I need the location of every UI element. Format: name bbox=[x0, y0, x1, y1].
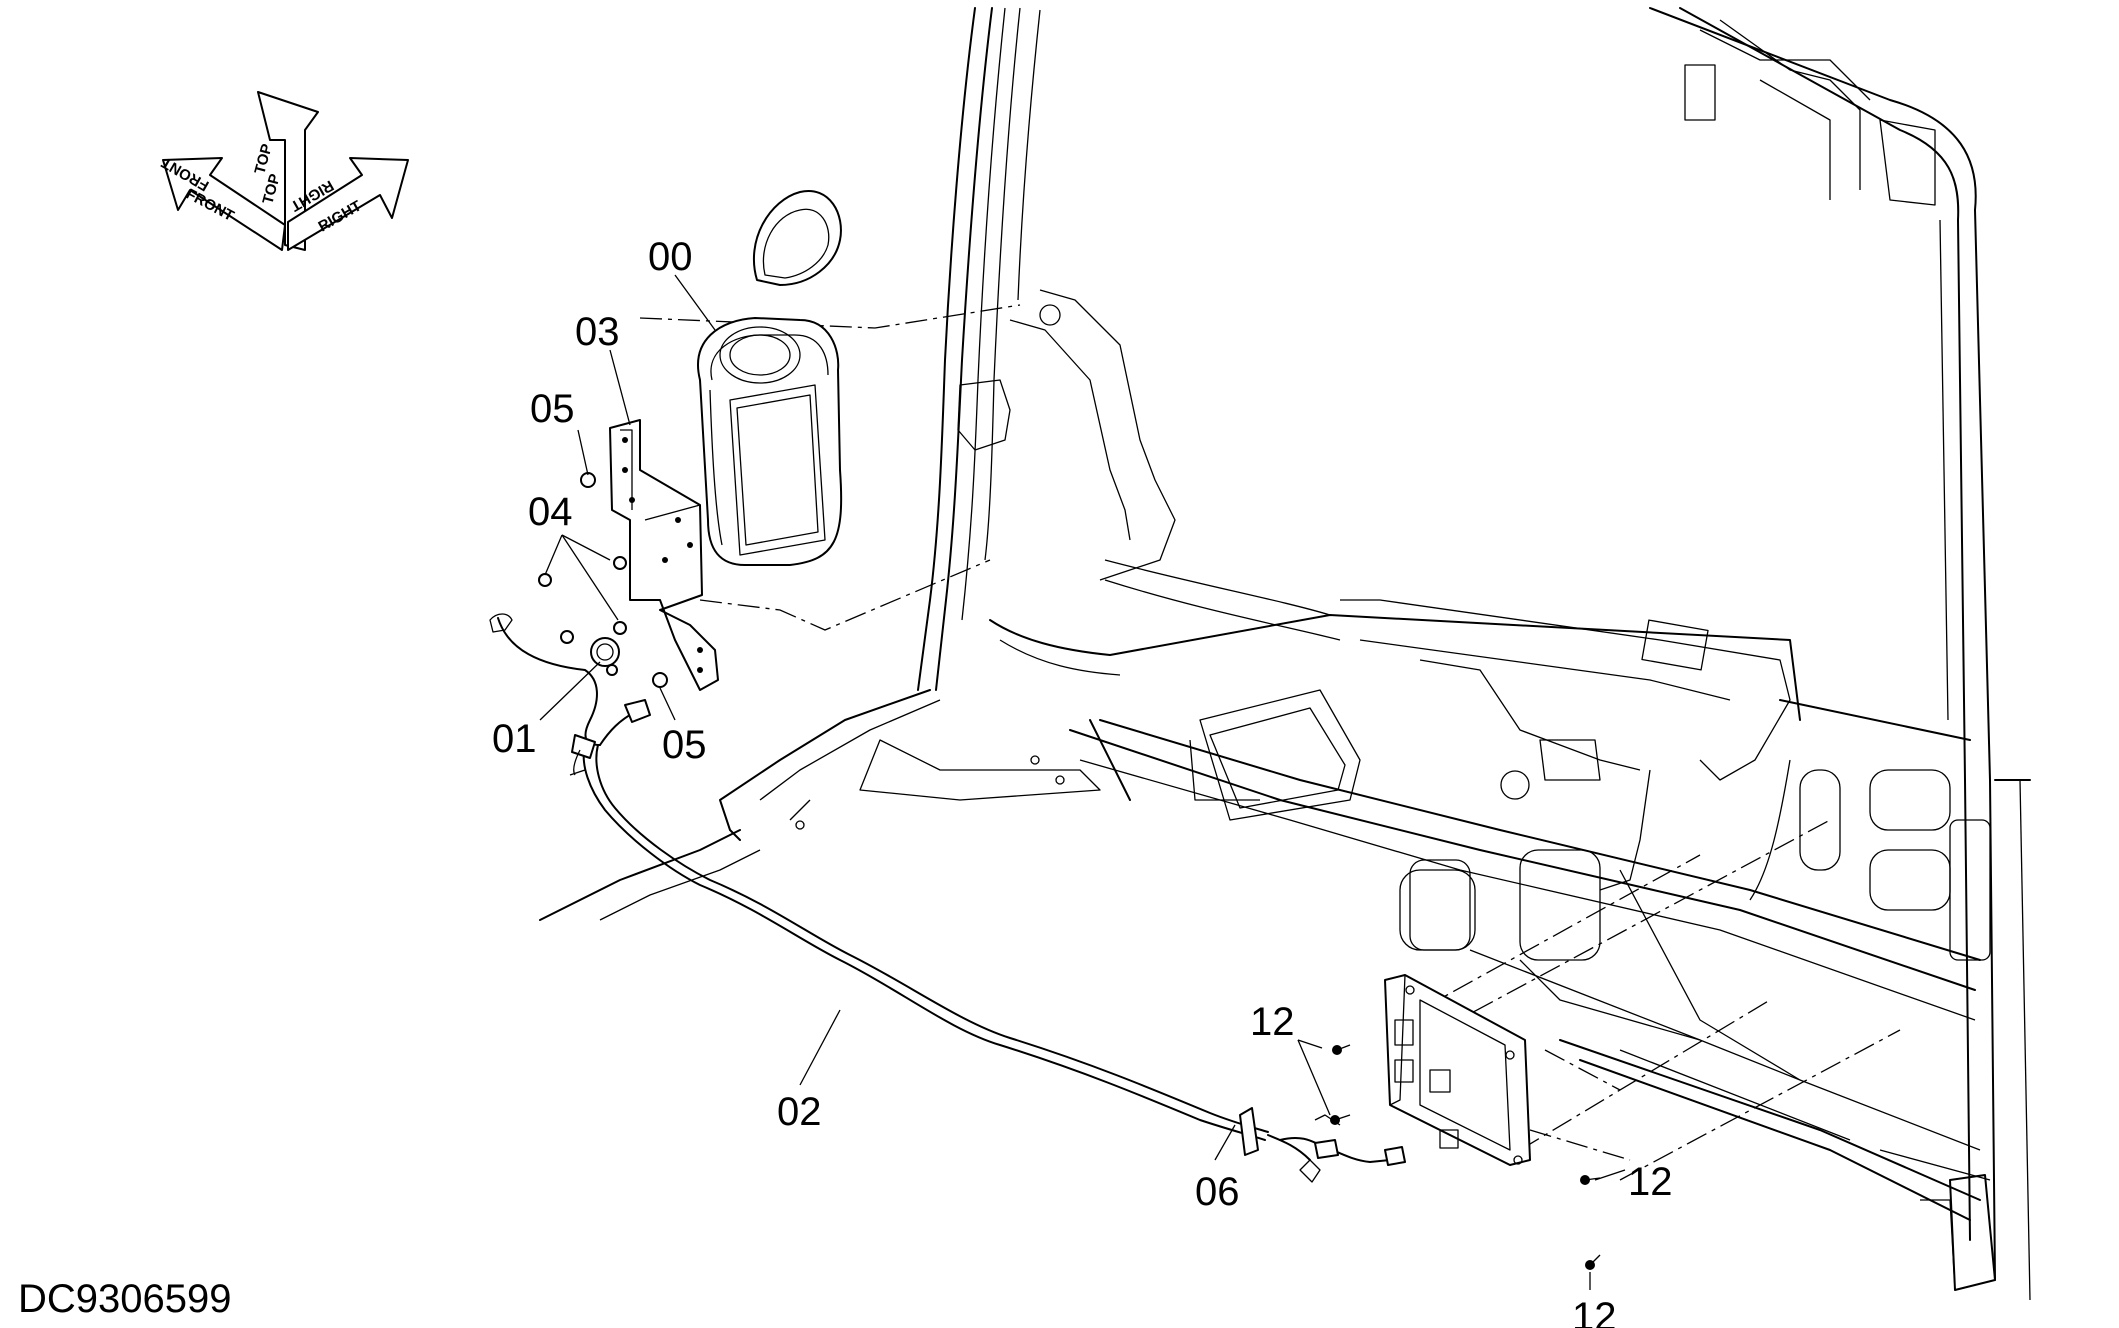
wire-harness bbox=[489, 613, 1406, 1183]
drawing-number: DC9306599 bbox=[18, 1277, 232, 1321]
right-arrow-icon bbox=[287, 157, 409, 251]
cab-frame bbox=[539, 7, 2031, 1301]
part-labels: 00 03 05 04 01 05 02 06 12 12 12 bbox=[492, 235, 1673, 1328]
part-label-12-upper: 12 bbox=[1250, 1000, 1295, 1044]
monitor-assembly bbox=[697, 189, 843, 566]
part-label-05-lower: 05 bbox=[662, 723, 707, 767]
front-arrow-icon bbox=[162, 157, 286, 251]
assembly-guide-lines bbox=[639, 304, 1901, 1181]
orientation-top-mirror-label: TOP bbox=[259, 172, 283, 206]
part-label-04: 04 bbox=[528, 490, 573, 534]
part-label-05-upper: 05 bbox=[530, 387, 575, 431]
part-label-06: 06 bbox=[1195, 1170, 1240, 1214]
orientation-top-label: TOP bbox=[251, 142, 275, 176]
part-label-02: 02 bbox=[777, 1090, 822, 1134]
leader-lines bbox=[539, 274, 1626, 1290]
orientation-indicator: TOP FRONT FRONT RIGHT RIGHT TOP bbox=[159, 91, 409, 251]
part-label-12-bottom: 12 bbox=[1572, 1295, 1617, 1328]
hardware bbox=[538, 472, 668, 688]
controller-unit bbox=[1330, 974, 1601, 1270]
part-label-00: 00 bbox=[648, 235, 693, 279]
part-label-12-right: 12 bbox=[1628, 1160, 1673, 1204]
part-label-01: 01 bbox=[492, 717, 537, 761]
part-label-03: 03 bbox=[575, 310, 620, 354]
mounting-bracket bbox=[609, 419, 719, 691]
